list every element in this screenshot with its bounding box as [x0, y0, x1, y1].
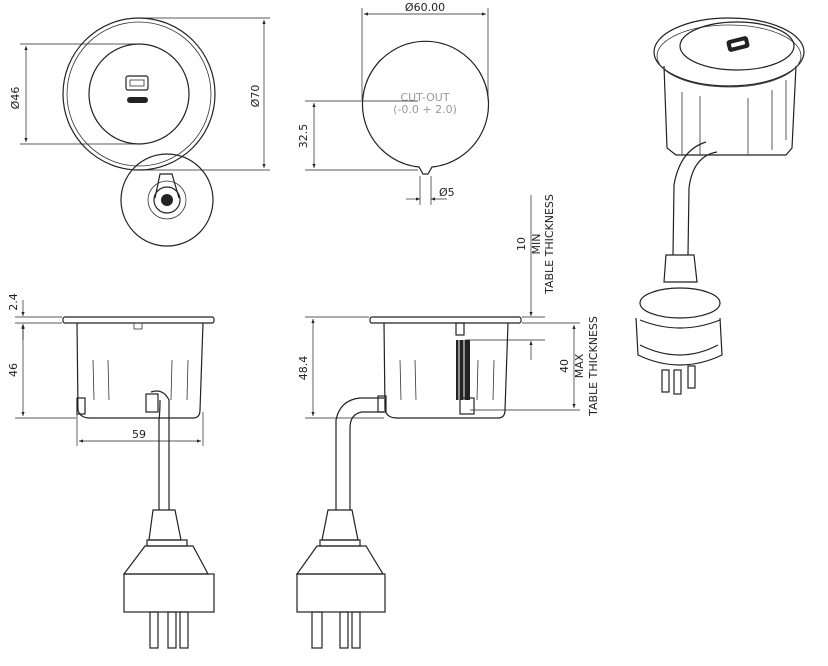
max-value: 40	[558, 359, 571, 373]
min-value: 10	[515, 237, 528, 251]
dim-label-dia-70: Ø70	[249, 85, 262, 108]
dim-label-2-4: 2.4	[7, 293, 20, 311]
dim-label-dia-5: Ø5	[439, 186, 455, 199]
cutout-view: CUT-OUT (-0.0 + 2.0) Ø60.00 32.5 Ø5	[297, 1, 490, 205]
dimension-32-5: 32.5	[297, 100, 418, 171]
cutout-outline	[361, 40, 490, 175]
side-view-right: 48.4 10 MIN TABLE THICKNESS 40 MAX TABLE…	[295, 194, 600, 649]
cutout-tolerance: (-0.0 + 2.0)	[393, 103, 457, 116]
max-caption: TABLE THICKNESS	[587, 316, 600, 417]
max-label: MAX	[573, 353, 586, 378]
min-caption: TABLE THICKNESS	[543, 194, 556, 295]
dim-label-32-5: 32.5	[297, 124, 310, 149]
dimension-2-4: 2.4	[7, 293, 62, 340]
side-view-left: 2.4 46 59	[7, 293, 215, 649]
dimension-min-thickness: 10 MIN TABLE THICKNESS	[465, 194, 556, 360]
dim-label-59: 59	[132, 428, 146, 441]
dim-label-dia-60: Ø60.00	[405, 1, 445, 14]
dimension-dia-70: Ø70	[139, 17, 270, 171]
dimension-max-thickness: 40 MAX TABLE THICKNESS	[470, 316, 600, 417]
socket-top-view	[62, 17, 216, 171]
dimension-59: 59	[76, 412, 204, 446]
usb-c-port-icon	[127, 97, 148, 103]
top-view: Ø46 Ø70	[9, 17, 270, 247]
usb-a-port-icon	[125, 75, 149, 91]
dimension-dia-60: Ø60.00	[361, 1, 489, 100]
dimension-48-4: 48.4	[297, 316, 384, 419]
dimension-dia-46: Ø46	[9, 43, 140, 145]
cable-plug-top-view	[120, 153, 214, 247]
dim-label-46: 46	[7, 363, 20, 377]
dim-label-48-4: 48.4	[297, 356, 310, 381]
isometric-view	[635, 17, 805, 395]
min-label: MIN	[530, 234, 543, 255]
dimension-46: 46	[7, 325, 76, 419]
dim-label-dia-46: Ø46	[9, 87, 22, 110]
dimension-dia-5: Ø5	[406, 176, 455, 205]
